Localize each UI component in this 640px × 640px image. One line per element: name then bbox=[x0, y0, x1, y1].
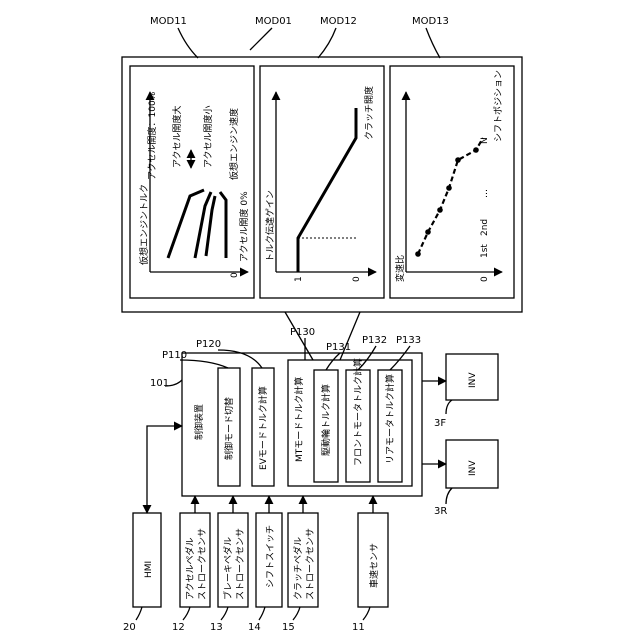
inverter-front-label: INV bbox=[468, 372, 478, 388]
mod01-leader bbox=[250, 28, 272, 50]
mt-torque-label: MTモードトルク計算 bbox=[293, 377, 305, 462]
curve-accel-100 bbox=[168, 190, 204, 258]
point-5th bbox=[455, 157, 461, 163]
mod01-ref: MOD01 bbox=[255, 16, 292, 27]
ev-torque-label: EVモードトルク計算 bbox=[257, 386, 269, 470]
rear-motor-label: リアモータトルク計算 bbox=[384, 374, 396, 464]
clutch-sensor-line1: クラッチペダル bbox=[292, 537, 304, 600]
mod12-leader bbox=[318, 28, 336, 58]
clutch-sensor-line2: ストロークセンサ bbox=[305, 528, 316, 600]
point-2nd bbox=[425, 229, 431, 235]
graph11-ylabel: 仮想エンジントルク bbox=[138, 184, 150, 265]
graph13-2nd: 2nd bbox=[480, 219, 490, 236]
mod13-leader bbox=[426, 28, 440, 58]
point-4th bbox=[446, 185, 452, 191]
inv-front-ref: 3F bbox=[434, 418, 446, 429]
p131-leader bbox=[326, 353, 340, 370]
p133-leader bbox=[390, 346, 410, 370]
shift-leader bbox=[259, 607, 265, 620]
speed-ref: 11 bbox=[352, 622, 365, 633]
mod12-ref: MOD12 bbox=[320, 16, 357, 27]
point-1st bbox=[415, 251, 421, 257]
speed-sensor-label: 車速センサ bbox=[368, 543, 380, 588]
inverter-rear: INV 3R bbox=[422, 440, 498, 517]
brake-sensor: ブレーキペダル ストロークセンサ 13 bbox=[210, 496, 248, 633]
label-accel-large: アクセル開度大 bbox=[171, 105, 183, 168]
p132-ref: P132 bbox=[362, 335, 387, 346]
gain-curve bbox=[298, 108, 356, 272]
ratio-curve bbox=[418, 138, 483, 254]
p131-ref: P131 bbox=[326, 342, 351, 353]
mod11-ref: MOD11 bbox=[150, 16, 187, 27]
graph12-ylabel: トルク伝達ゲイン bbox=[264, 190, 276, 262]
mod13-ref: MOD13 bbox=[412, 16, 449, 27]
accel-sensor-line1: アクセルペダル bbox=[184, 537, 196, 600]
clutch-ref: 15 bbox=[282, 622, 295, 633]
hmi-ref: 20 bbox=[123, 622, 136, 633]
hmi-box bbox=[133, 513, 161, 607]
p110-leader bbox=[180, 360, 228, 368]
inv-front-leader bbox=[446, 400, 452, 414]
speed-sensor: 車速センサ 11 bbox=[352, 496, 388, 633]
inv-rear-ref: 3R bbox=[434, 506, 447, 517]
label-accel-small: アクセル開度小 bbox=[202, 105, 214, 168]
hmi-block: HMI 20 bbox=[123, 426, 182, 633]
controller-ref: 101 bbox=[150, 378, 169, 389]
speed-leader bbox=[363, 607, 370, 620]
controller-101: 101 制御装置 制御モード切替 P110 EVモードトルク計算 P120 MT… bbox=[150, 327, 422, 496]
drive-wheel-label: 駆動輪トルク計算 bbox=[320, 384, 332, 456]
curve-accel-0 bbox=[220, 192, 226, 258]
inverter-rear-label: INV bbox=[468, 460, 478, 476]
controller-title: 制御装置 bbox=[193, 404, 205, 440]
front-motor-label: フロントモータトルク計算 bbox=[352, 358, 364, 466]
p130-ref: P130 bbox=[290, 327, 315, 338]
brake-leader bbox=[221, 607, 228, 620]
graph12-zero: 0 bbox=[352, 276, 362, 282]
graph12-xlabel: クラッチ開度 bbox=[363, 86, 375, 140]
clutch-sensor: クラッチペダル ストロークセンサ 15 bbox=[282, 496, 318, 633]
graph13-n: N bbox=[480, 137, 490, 144]
accel-sensor-line2: ストロークセンサ bbox=[197, 528, 208, 600]
curve-accel-mid2 bbox=[206, 196, 215, 256]
p110-ref: P110 bbox=[162, 350, 187, 361]
graph-mod13: MOD13 変速比 シフトポジション 0 1st 2nd … N bbox=[390, 16, 514, 298]
label-accel-100: アクセル開度：100% bbox=[146, 91, 158, 180]
point-6th bbox=[473, 147, 479, 153]
accel-ref: 12 bbox=[172, 622, 185, 633]
graph13-dots: … bbox=[480, 189, 490, 198]
brake-ref: 13 bbox=[210, 622, 223, 633]
clutch-leader bbox=[293, 607, 300, 620]
mod11-leader bbox=[178, 28, 198, 58]
mode-switch-label: 制御モード切替 bbox=[223, 397, 235, 460]
p133-ref: P133 bbox=[396, 335, 421, 346]
hmi-bidirectional-line bbox=[147, 426, 182, 513]
graph13-1st: 1st bbox=[480, 244, 490, 258]
shift-switch-label: シフトスイッチ bbox=[265, 525, 276, 588]
inv-rear-leader bbox=[446, 488, 452, 504]
graph13-ylabel: 変速比 bbox=[394, 255, 406, 282]
label-accel-0: アクセル開度 0% bbox=[238, 191, 250, 262]
mod01-panel bbox=[122, 57, 522, 312]
graph12-one: 1 bbox=[294, 276, 304, 282]
graph13-xlabel: シフトポジション bbox=[493, 70, 504, 142]
shift-switch: シフトスイッチ 14 bbox=[248, 496, 282, 633]
graph-mod12: MOD12 トルク伝達ゲイン クラッチ開度 1 0 bbox=[260, 16, 384, 298]
brake-sensor-line1: ブレーキペダル bbox=[222, 537, 234, 600]
hmi-leader bbox=[136, 607, 142, 620]
inverter-front: INV 3F bbox=[422, 354, 498, 429]
graph13-zero: 0 bbox=[480, 276, 490, 282]
point-3rd bbox=[437, 207, 443, 213]
graph11-zero: 0 bbox=[230, 272, 240, 278]
p120-ref: P120 bbox=[196, 339, 221, 350]
graph-mod11: MOD11 仮想エンジントルク 仮想エンジン速度 0 アクセル開度：100% ア… bbox=[130, 16, 254, 298]
graph11-xlabel: 仮想エンジン速度 bbox=[228, 108, 240, 180]
accel-leader bbox=[183, 607, 190, 620]
hmi-label: HMI bbox=[144, 561, 154, 578]
brake-sensor-line2: ストロークセンサ bbox=[235, 528, 246, 600]
accel-sensor: アクセルペダル ストロークセンサ 12 bbox=[172, 496, 210, 633]
shift-ref: 14 bbox=[248, 622, 261, 633]
